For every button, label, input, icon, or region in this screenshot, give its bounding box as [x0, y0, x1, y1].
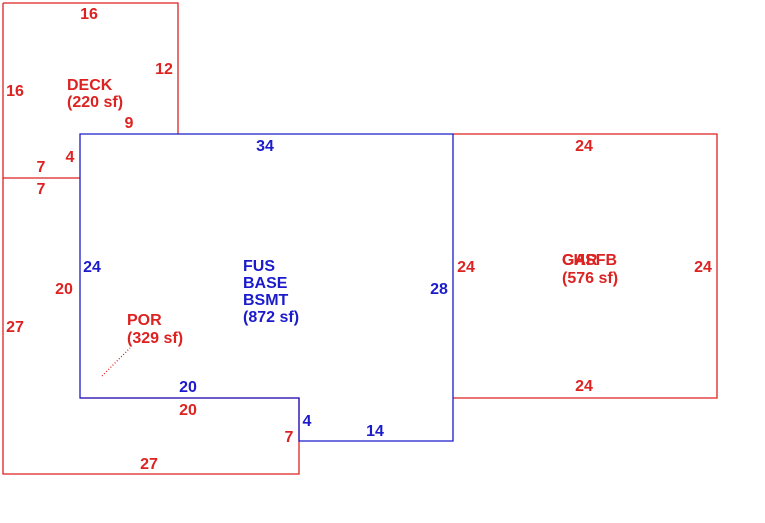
main-left-dim: 24	[83, 259, 101, 276]
deck-step-dim: 4	[66, 149, 75, 166]
garage-code-label: CHSFB (576 sf)	[562, 252, 622, 287]
deck-right-dim: 12	[155, 61, 173, 78]
porch-left-inner-dim: 20	[55, 281, 73, 298]
porch-bottom-dim: 27	[140, 456, 158, 473]
deck-top-dim: 16	[80, 6, 98, 23]
deck-seg-upper-dim: 7	[37, 159, 46, 176]
main-house-outline	[79, 133, 454, 442]
porch-top-bottom-dim: 20	[179, 402, 197, 419]
deck-bottom-dim: 9	[125, 115, 134, 132]
garage-label: GAR	[562, 252, 598, 269]
deck-seg-lower-dim: 7	[37, 181, 46, 198]
garage-right-dim: 24	[694, 259, 712, 276]
main-bottom-left-dim: 20	[179, 379, 197, 396]
porch-right-dim: 7	[285, 429, 294, 446]
porch-left-outer-dim: 27	[6, 319, 24, 336]
main-notch-dim: 4	[303, 413, 312, 430]
deck-label: DECK (220 sf)	[67, 77, 123, 111]
main-right-dim: 28	[430, 281, 448, 298]
main-top-dim: 34	[256, 138, 274, 155]
garage-outline	[453, 133, 718, 399]
main-house-label: FUS BASE BSMT (872 sf)	[243, 258, 299, 326]
main-bottom-right-dim: 14	[366, 423, 384, 440]
deck-left-dim: 16	[6, 83, 24, 100]
garage-top-dim: 24	[575, 138, 593, 155]
porch-label: POR (329 sf)	[127, 312, 183, 347]
garage-left-dim: 24	[457, 259, 475, 276]
garage-bottom-dim: 24	[575, 378, 593, 395]
porch-leader-line	[101, 347, 131, 377]
